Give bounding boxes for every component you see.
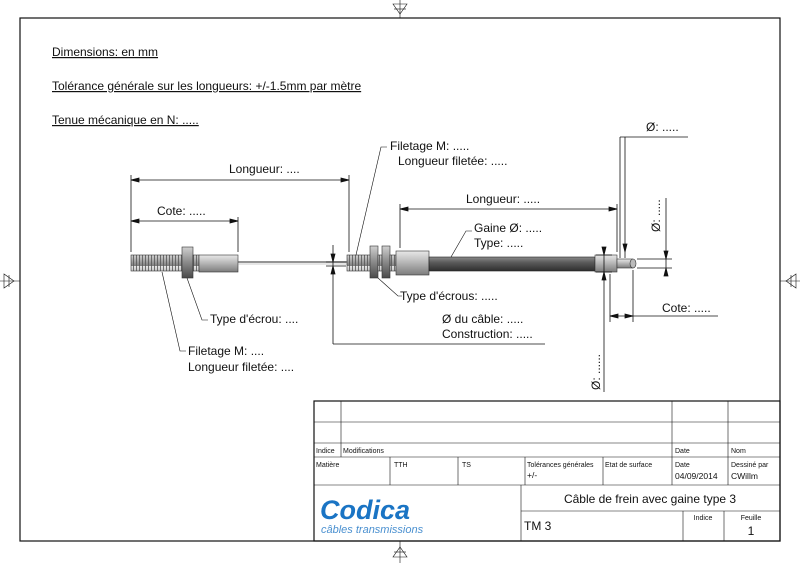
tb-modifications-header: Modifications (343, 448, 384, 455)
tb-feuille-label: Feuille (741, 515, 762, 522)
tb-tth-label: TTH (394, 462, 408, 469)
title-block: Indice Modifications Date Nom Matière TT… (313, 400, 781, 542)
right-threaded-stop (346, 254, 373, 272)
note-dimensions: Dimensions: en mm (52, 45, 158, 59)
tb-tolerances-value: +/- (527, 470, 537, 480)
tb-dessine-par-header: Dessiné par (731, 462, 769, 469)
drawing-number: TM 3 (524, 519, 552, 533)
tb-tolerances-header: Tolérances générales (527, 462, 594, 469)
label-cote-left: Cote: ..... (157, 204, 206, 218)
sheath-stop-assembly (346, 245, 637, 279)
label-type-ecrou: Type d'écrou: .... (210, 312, 298, 326)
left-nut (181, 246, 194, 279)
label-gaine-type: Type: ..... (474, 236, 523, 250)
leader-lines (161, 146, 472, 352)
label-longueur-filetee-right: Longueur filetée: ..... (398, 154, 507, 168)
note-tolerance: Tolérance générale sur les longueurs: +/… (52, 79, 361, 93)
label-construction: Construction: ..... (442, 327, 533, 341)
drawing-title: Câble de frein avec gaine type 3 (564, 492, 736, 506)
sheath (428, 256, 596, 272)
label-longueur-filetee-left: Longueur filetée: .... (188, 360, 294, 374)
sheath-ferrule (395, 250, 430, 276)
tb-dessine-par-value: CWillm (731, 471, 758, 481)
dimension-lines (130, 136, 718, 392)
tb-date-value: 04/09/2014 (675, 471, 718, 481)
label-filetage-left: Filetage M: .... (188, 344, 264, 358)
tb-feuille-value: 1 (748, 524, 755, 538)
label-diametre-cable: Ø du câble: ..... (442, 312, 523, 326)
tb-etat-surface-header: Etat de surface (605, 462, 652, 469)
center-mark-bottom (392, 541, 408, 563)
right-nut-1 (369, 245, 379, 279)
left-ferrule (198, 254, 239, 273)
center-mark-left (0, 273, 20, 289)
label-longueur-left: Longueur: .... (229, 162, 300, 176)
label-diametre-top: Ø: ..... (646, 120, 679, 134)
label-cote-right: Cote: ..... (662, 301, 711, 315)
end-ferrule (594, 254, 618, 273)
company-tagline: câbles transmissions (321, 524, 424, 536)
tb-nom-header: Nom (731, 448, 746, 455)
tb-indice-label: Indice (694, 515, 713, 522)
tb-matiere-header: Matière (316, 462, 339, 469)
label-diametre-right-vertical: Ø: ..... (649, 199, 663, 232)
label-filetage-right: Filetage M: ..... (390, 139, 469, 153)
label-diametre-bottom-vertical: Ø: ...... (589, 354, 603, 390)
tb-date-label: Date (675, 462, 690, 469)
label-longueur-right: Longueur: ..... (466, 192, 540, 206)
label-gaine-diametre: Gaine Ø: ..... (474, 221, 542, 235)
center-mark-right (780, 273, 800, 289)
left-end-fitting (130, 246, 239, 279)
tb-date-header: Date (675, 448, 690, 455)
center-mark-top (392, 0, 408, 18)
company-logo: Codica (320, 495, 410, 525)
label-type-ecrous: Type d'écrous: ..... (400, 289, 498, 303)
right-nut-2 (381, 245, 391, 279)
tb-ts-label: TS (462, 462, 471, 469)
tb-indice-header: Indice (316, 448, 335, 455)
note-tenue-mecanique: Tenue mécanique en N: ..... (52, 113, 199, 127)
left-threaded-rod (130, 254, 190, 272)
